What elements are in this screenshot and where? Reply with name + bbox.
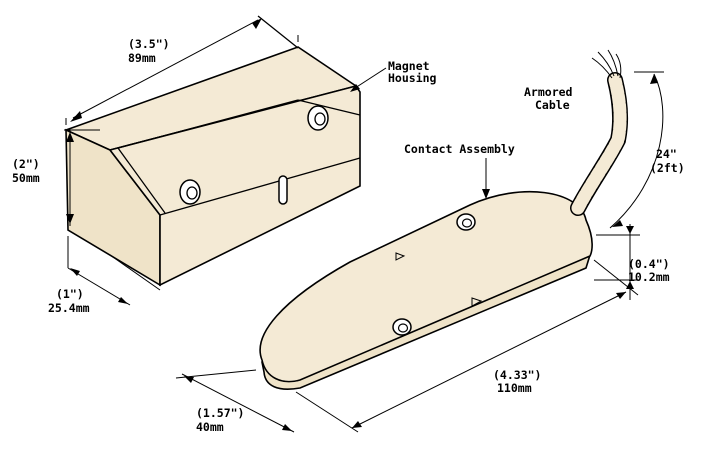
contact-height-mm: 10.2mm [628, 270, 670, 284]
cable-length-in: 24" [656, 147, 677, 161]
magnet-housing [63, 46, 361, 287]
armored-cable-label-line2: Cable [535, 98, 570, 112]
magnet-length-dimension [65, 15, 299, 125]
contact-hole-rear [456, 213, 476, 231]
magnet-depth-dimension [67, 236, 161, 306]
contact-height-in: (0.4") [628, 257, 670, 271]
cable-length-dimension [609, 71, 664, 229]
contact-top-face [259, 190, 593, 383]
magnet-height-dimension [64, 129, 100, 226]
contact-length-mm: 110mm [497, 381, 532, 395]
triangle-marker-2 [471, 297, 483, 307]
chamfer-edge-top [117, 99, 299, 149]
chamfer-edge-bottom [159, 157, 361, 216]
contact-assembly [259, 190, 593, 390]
magnet-housing-label-line2: Housing [388, 71, 437, 85]
magnet-depth-mm: 25.4mm [48, 301, 90, 315]
mounting-hole-right [307, 105, 329, 131]
contact-length-in: (4.33") [493, 368, 541, 382]
chamfer-edge-right [297, 99, 361, 116]
magnet-length-mm: 89mm [128, 51, 156, 65]
mounting-hole-left [179, 179, 201, 205]
armored-cable [570, 49, 629, 216]
magnet-depth-in: (1") [56, 287, 84, 301]
contact-length-dimension [295, 259, 639, 433]
contact-hole-front [392, 318, 412, 336]
magnet-height-in: (2") [12, 157, 40, 171]
magnet-housing-label-line1: Magnet [388, 59, 430, 73]
contact-width-in: (1.57") [196, 406, 244, 420]
triangle-marker-1 [395, 252, 406, 261]
contact-width-mm: 40mm [196, 420, 224, 434]
magnet-height-mm: 50mm [12, 171, 40, 185]
magnet-housing-leader [350, 67, 387, 92]
armored-cable-label-line1: Armored [524, 85, 573, 99]
chamfer-edge-left [117, 147, 166, 214]
magnet-length-in: (3.5") [128, 37, 170, 51]
magnet-slot [278, 175, 288, 205]
contact-width-dimension [175, 369, 295, 433]
cable-length-ft: (2ft) [650, 161, 685, 175]
contact-assembly-label: Contact Assembly [404, 142, 515, 156]
contact-assembly-leader [482, 158, 490, 199]
